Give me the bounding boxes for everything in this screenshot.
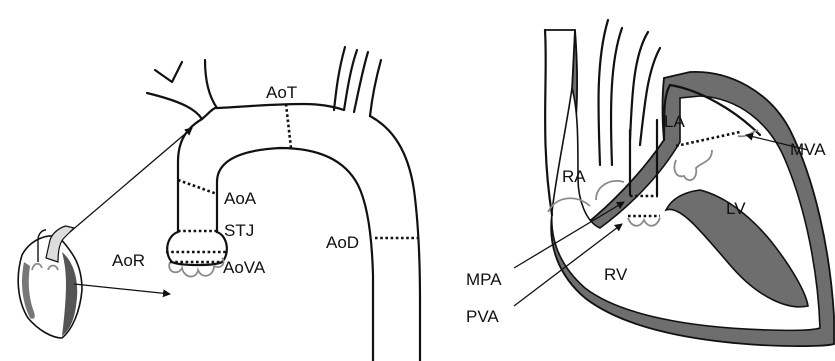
aorta-outer-wall — [178, 119, 202, 232]
aoa-measure-line — [178, 180, 217, 194]
label-mpa: MPA — [466, 270, 502, 289]
label-rv: RV — [604, 265, 628, 284]
vessel-2 — [611, 28, 622, 165]
brachiocephalic-branch-a — [205, 60, 217, 108]
label-la: LA — [664, 112, 685, 131]
left-subclavian-outer — [354, 52, 368, 112]
label-ra: RA — [562, 167, 586, 186]
heart-thumbnail — [18, 226, 82, 338]
label-aot: AoT — [266, 83, 297, 102]
label-aod: AoD — [326, 233, 359, 252]
subclavian-fork — [155, 62, 182, 82]
label-mva: MVA — [790, 140, 826, 159]
label-lv: LV — [726, 199, 746, 218]
brachiocephalic-trunk — [147, 93, 202, 119]
aorta-inner-wall — [217, 148, 373, 361]
left-carotid-outer — [334, 47, 345, 110]
label-pva: PVA — [466, 307, 499, 326]
aortic-root-bulb — [167, 232, 227, 265]
label-aova: AoVA — [223, 258, 266, 277]
arrow-to-arch — [70, 128, 192, 232]
vessel-3 — [630, 32, 648, 140]
ra-wall — [545, 30, 552, 215]
aorta-arch-top — [202, 104, 344, 119]
aot-measure-line — [286, 104, 291, 148]
label-stj: STJ — [224, 221, 254, 240]
label-aor: AoR — [112, 251, 145, 270]
left-subclavian-inner — [370, 60, 381, 116]
arrow-to-root — [74, 284, 170, 294]
vessel-1 — [598, 20, 608, 165]
label-aoa: AoA — [224, 189, 257, 208]
left-carotid-inner — [344, 50, 357, 110]
heart-drawing — [545, 20, 834, 346]
